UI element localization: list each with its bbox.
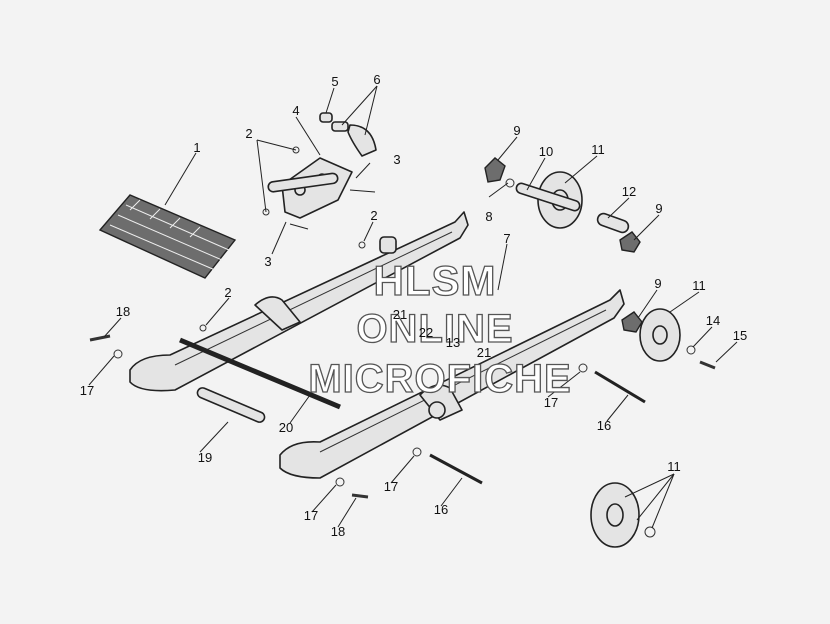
watermark: HLSM ONLINE MICROFICHE bbox=[308, 256, 572, 401]
callout-labels: 1 2 2 2 3 3 4 5 6 7 8 9 9 9 10 11 11 11 … bbox=[80, 72, 747, 539]
callout-8: 8 bbox=[485, 209, 492, 224]
front-bracket-part bbox=[267, 157, 353, 219]
pivot-bolts-part bbox=[289, 112, 377, 230]
callout-2: 2 bbox=[224, 285, 231, 300]
right-rail-part bbox=[279, 289, 625, 479]
callout-6: 6 bbox=[373, 72, 380, 87]
callout-22: 22 bbox=[419, 325, 433, 340]
callout-11: 11 bbox=[667, 459, 681, 474]
callout-21: 21 bbox=[477, 345, 491, 360]
callout-14: 14 bbox=[706, 313, 720, 328]
callout-3: 3 bbox=[264, 254, 271, 269]
callout-21: 21 bbox=[393, 307, 407, 322]
callout-2: 2 bbox=[245, 126, 252, 141]
callout-19: 19 bbox=[198, 450, 212, 465]
watermark-line3: MICROFICHE bbox=[308, 357, 571, 401]
watermark-line2: ONLINE bbox=[356, 307, 513, 351]
idler-wheels-part bbox=[515, 171, 681, 548]
watermark-line1: HLSM bbox=[374, 257, 497, 304]
cross-shafts-part bbox=[179, 337, 646, 485]
callout-17: 17 bbox=[304, 508, 318, 523]
callout-5: 5 bbox=[331, 74, 338, 89]
callout-18: 18 bbox=[116, 304, 130, 319]
callout-7: 7 bbox=[503, 231, 510, 246]
callout-9: 9 bbox=[513, 123, 520, 138]
callout-10: 10 bbox=[539, 144, 553, 159]
leader-lines bbox=[88, 85, 738, 529]
callout-4: 4 bbox=[292, 103, 299, 118]
callout-17: 17 bbox=[544, 395, 558, 410]
callout-13: 13 bbox=[446, 335, 460, 350]
callout-16: 16 bbox=[434, 502, 448, 517]
callout-9: 9 bbox=[655, 201, 662, 216]
callout-16: 16 bbox=[597, 418, 611, 433]
callout-17: 17 bbox=[80, 383, 94, 398]
axle-caps-part bbox=[484, 157, 643, 333]
callout-20: 20 bbox=[279, 420, 293, 435]
callout-9: 9 bbox=[654, 276, 661, 291]
callout-15: 15 bbox=[733, 328, 747, 343]
callout-2: 2 bbox=[370, 208, 377, 223]
callout-1: 1 bbox=[193, 140, 200, 155]
left-rail-part bbox=[129, 211, 469, 392]
small-hardware-part bbox=[89, 146, 716, 499]
callout-17: 17 bbox=[384, 479, 398, 494]
callout-11: 11 bbox=[591, 142, 605, 157]
callout-11: 11 bbox=[692, 278, 706, 293]
slider-pad-part bbox=[98, 194, 237, 279]
callout-18: 18 bbox=[331, 524, 345, 539]
callout-3: 3 bbox=[393, 152, 400, 167]
callout-12: 12 bbox=[622, 184, 636, 199]
